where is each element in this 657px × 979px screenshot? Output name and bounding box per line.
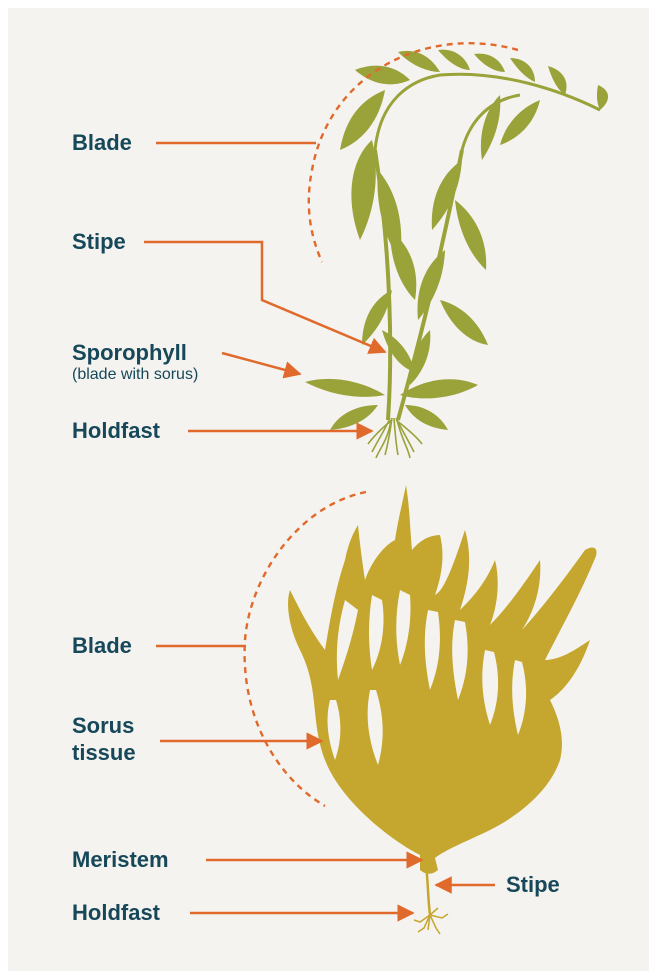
upper-kelp <box>305 50 608 458</box>
label-sporophyll: Sporophyll <box>72 342 187 364</box>
leader-sporophyll <box>222 353 300 374</box>
label-blade-upper: Blade <box>72 132 132 154</box>
label-stipe-upper: Stipe <box>72 231 126 253</box>
leader-stipe-upper <box>144 242 385 352</box>
label-sporophyll-note: (blade with sorus) <box>72 366 198 384</box>
label-stipe-lower: Stipe <box>506 874 560 896</box>
upper-holdfast <box>368 418 422 458</box>
label-holdfast-lower: Holdfast <box>72 902 160 924</box>
label-sorus-line2: tissue <box>72 742 136 764</box>
lower-blade <box>288 485 596 874</box>
label-blade-lower: Blade <box>72 635 132 657</box>
label-meristem: Meristem <box>72 849 169 871</box>
lower-kelp <box>288 485 596 934</box>
upper-blades <box>340 50 608 385</box>
label-sorus-line1: Sorus <box>72 715 134 737</box>
label-holdfast-upper: Holdfast <box>72 420 160 442</box>
lower-holdfast <box>414 908 448 934</box>
